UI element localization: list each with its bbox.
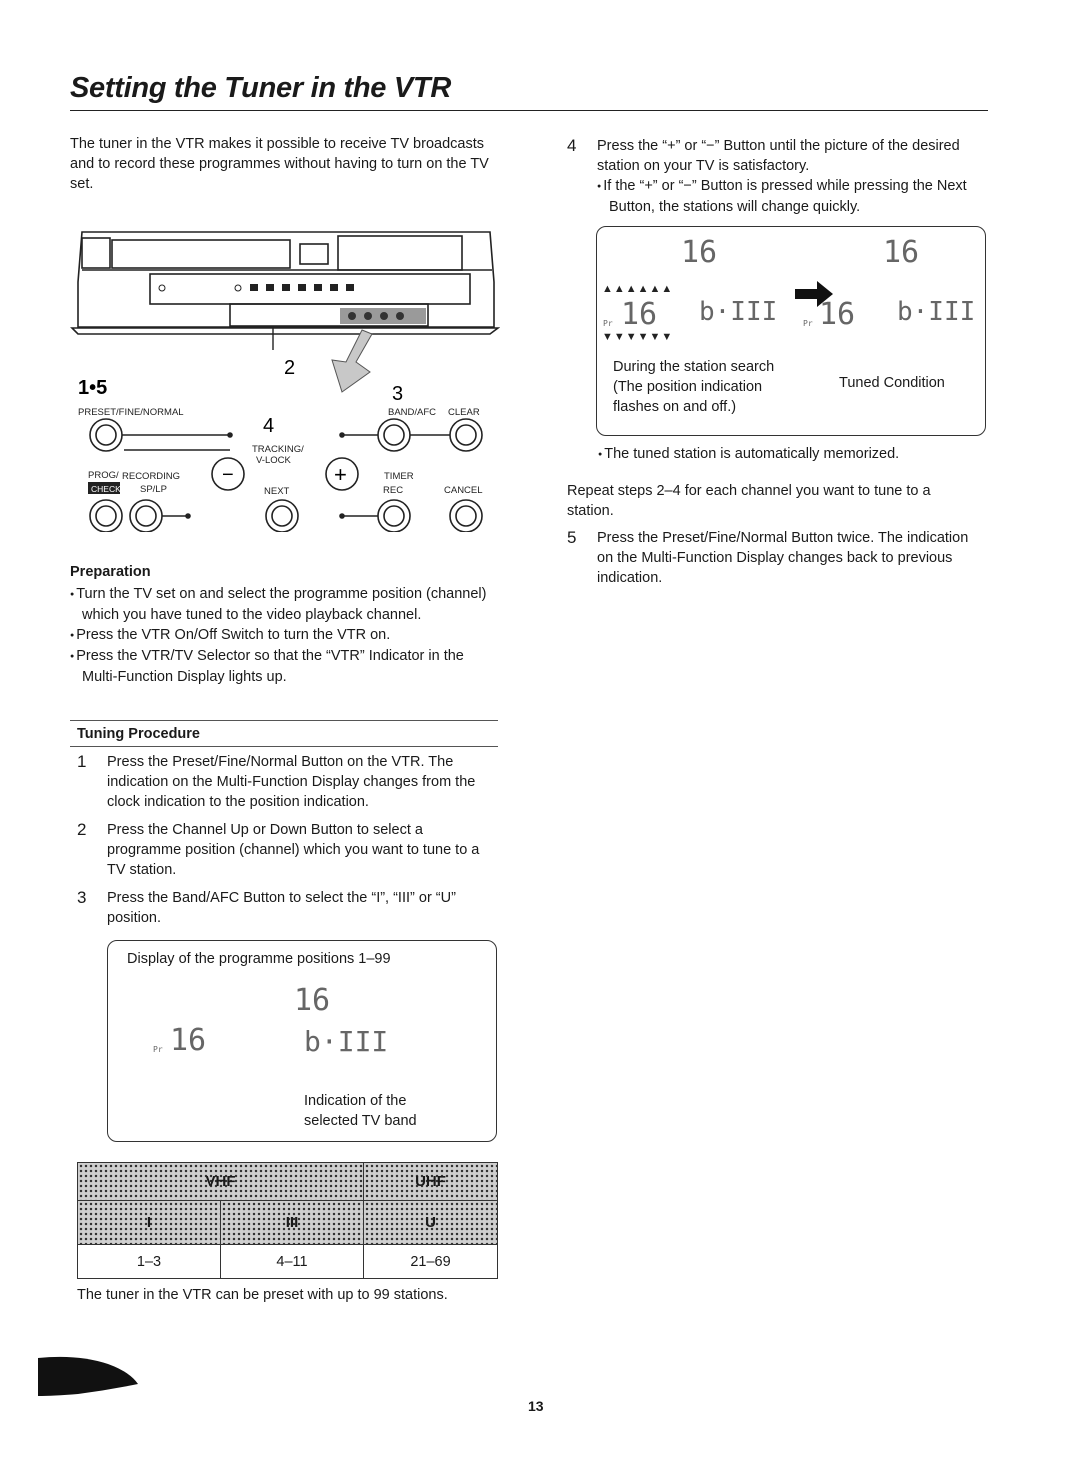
step-label-1-5: 1•5: [78, 377, 107, 399]
display-caption: Display of the programme positions 1–99: [127, 951, 391, 967]
page-tab-marker: [38, 1356, 138, 1396]
range-cell: 1–3: [77, 1244, 221, 1279]
cancel-label: CANCEL: [444, 485, 483, 496]
pr-indicator: Pr: [153, 1045, 163, 1054]
arrow-right-icon: [795, 281, 833, 307]
station-search-box: 16 16 ▲▲▲▲▲▲ Pr 16 ▼▼▼▼▼▼ b·III Pr 16 b·…: [596, 226, 986, 436]
timer-label: TIMER: [384, 471, 414, 482]
position-display-bottom: 16: [170, 1023, 207, 1058]
band-note: The tuner in the VTR can be preset with …: [77, 1287, 448, 1303]
recording-label: RECORDING: [122, 471, 180, 482]
rec-label: REC: [383, 485, 403, 496]
minus-glyph: −: [222, 464, 234, 486]
tracking-label: TRACKING/: [252, 444, 304, 455]
preparation-bullet: Press the VTR/TV Selector so that the “V…: [70, 646, 490, 687]
tuned-caption: Tuned Condition: [839, 375, 945, 391]
title-rule: [70, 110, 988, 111]
position-display-search: 16: [681, 235, 718, 270]
band-afc-label: BAND/AFC: [388, 407, 436, 418]
preparation-bullet: Turn the TV set on and select the progra…: [70, 584, 490, 625]
next-button-icon: [265, 499, 299, 532]
flash-marks-bottom: ▼▼▼▼▼▼: [602, 331, 674, 343]
section-rule: [70, 720, 498, 721]
intro-text: The tuner in the VTR makes it possible t…: [70, 136, 489, 192]
band-caption: Indication of the selected TV band: [304, 1093, 417, 1129]
pr-indicator: Pr: [603, 319, 613, 328]
plus-button-icon: [325, 457, 359, 491]
band-cell: U: [363, 1200, 498, 1245]
band-table: VHF UHF I III U 1–3 4–11 21–69: [77, 1162, 498, 1279]
repeat-note: Repeat steps 2–4 for each channel you wa…: [567, 483, 931, 519]
display-box: Display of the programme positions 1–99 …: [107, 940, 497, 1142]
preparation-heading: Preparation: [70, 564, 151, 580]
preset-fine-normal-label: PRESET/FINE/NORMAL: [78, 407, 184, 418]
position-display-flashing: 16: [621, 297, 658, 332]
flash-marks-top: ▲▲▲▲▲▲: [602, 283, 674, 295]
cancel-button-icon: [449, 499, 483, 532]
next-label: NEXT: [264, 486, 290, 497]
recording-button-icon: [129, 499, 163, 532]
band-cell: III: [220, 1200, 364, 1245]
prog-check-button-icon: [89, 499, 123, 532]
step-label-2: 2: [284, 357, 295, 379]
vlock-label: V-LOCK: [256, 455, 292, 466]
page-number: 13: [528, 1398, 544, 1414]
pr-indicator: Pr: [803, 319, 813, 328]
range-cell: 21–69: [363, 1244, 498, 1279]
position-display-tuned: 16: [883, 235, 920, 270]
clear-button-icon: [449, 418, 483, 452]
prog-label: PROG/: [88, 470, 119, 481]
timer-rec-button-icon: [377, 499, 411, 532]
button-cluster: [340, 308, 426, 324]
sp-lp-label: SP/LP: [140, 484, 167, 495]
preparation-list: Turn the TV set on and select the progra…: [70, 584, 490, 687]
step-label-4: 4: [263, 415, 274, 437]
position-display-tuned-lower: 16: [819, 297, 856, 332]
preset-button-icon: [89, 418, 123, 452]
minus-button-icon: [211, 457, 245, 491]
band-header-vhf: VHF: [77, 1162, 364, 1201]
step-label-3: 3: [392, 383, 403, 405]
memorized-note: The tuned station is automatically memor…: [598, 444, 1000, 465]
plus-glyph: +: [334, 462, 347, 487]
clear-label: CLEAR: [448, 407, 480, 418]
check-label: CHECK: [91, 484, 121, 494]
position-display-top: 16: [294, 983, 331, 1018]
search-caption: During the station search (The position …: [613, 359, 775, 415]
tuning-heading: Tuning Procedure: [77, 726, 200, 742]
step4-bullet: If the “+” or “−” Button is pressed whil…: [597, 176, 999, 217]
range-cell: 4–11: [220, 1244, 364, 1279]
band-display-search: b·III: [699, 297, 778, 327]
section-rule: [70, 746, 498, 747]
band-afc-button-icon: [377, 418, 411, 452]
vtr-panel-diagram: 2 1•5 3 4 PRESET/FINE/NORMAL BAND/AFC CL…: [70, 231, 500, 532]
band-cell: I: [77, 1200, 221, 1245]
band-display: b·III: [304, 1025, 389, 1058]
band-display-tuned: b·III: [897, 297, 976, 327]
band-header-uhf: UHF: [363, 1162, 498, 1201]
preparation-bullet: Press the VTR On/Off Switch to turn the …: [70, 625, 490, 646]
page-title: Setting the Tuner in the VTR: [70, 72, 451, 104]
